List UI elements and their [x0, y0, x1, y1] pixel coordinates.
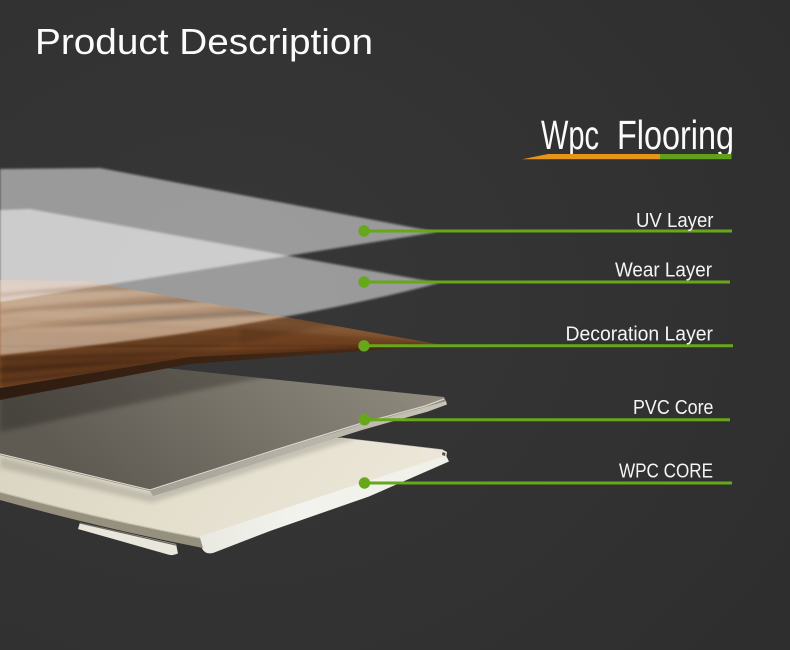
- svg-text:Decoration Layer: Decoration Layer: [566, 323, 714, 346]
- svg-text:Wpc: Wpc: [541, 112, 599, 158]
- svg-text:WPC CORE: WPC CORE: [619, 459, 713, 482]
- svg-text:Flooring: Flooring: [617, 112, 734, 158]
- svg-text:Wear Layer: Wear Layer: [615, 259, 712, 282]
- svg-text:PVC Core: PVC Core: [633, 396, 714, 419]
- svg-text:Product Description: Product Description: [35, 21, 373, 62]
- svg-text:UV Layer: UV Layer: [636, 209, 714, 232]
